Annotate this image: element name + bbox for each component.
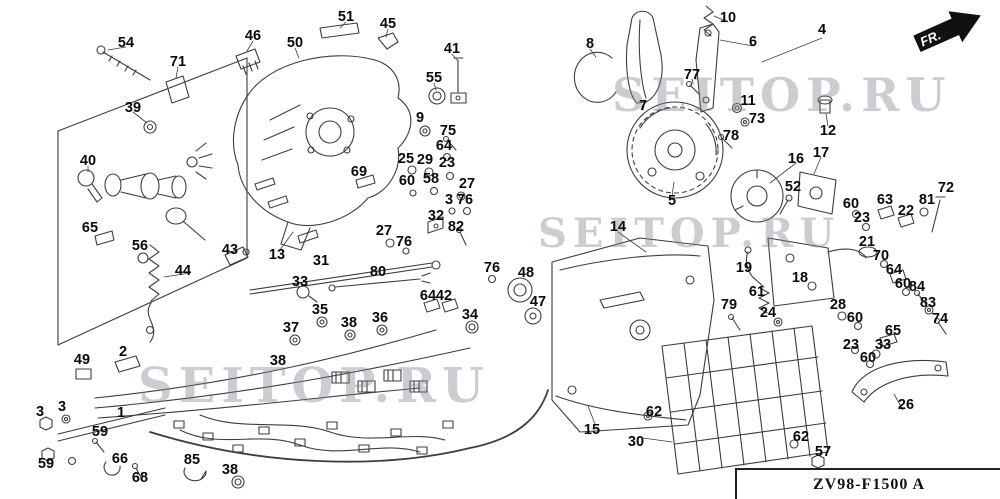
fastener-cluster-right	[837, 196, 947, 369]
linkage-group	[224, 246, 542, 346]
diagram-code: ZV98-F1500 A	[813, 476, 925, 493]
control-lever-group	[573, 5, 833, 149]
fastener-cluster-center	[355, 57, 472, 255]
leader-lines	[87, 15, 904, 443]
cable-harness-group	[39, 329, 549, 489]
grille-cover-group	[661, 325, 829, 475]
housing-group	[96, 22, 412, 251]
ignition-switch-group	[57, 57, 248, 346]
mounting-plate-group	[551, 237, 715, 433]
diagram-code-frame: ZV98-F1500 A	[735, 468, 1000, 499]
lower-bracket-group	[851, 359, 949, 403]
fr-direction-arrow: FR.	[913, 11, 981, 53]
drum-group	[626, 101, 837, 223]
bracket-plate-group	[727, 237, 867, 331]
